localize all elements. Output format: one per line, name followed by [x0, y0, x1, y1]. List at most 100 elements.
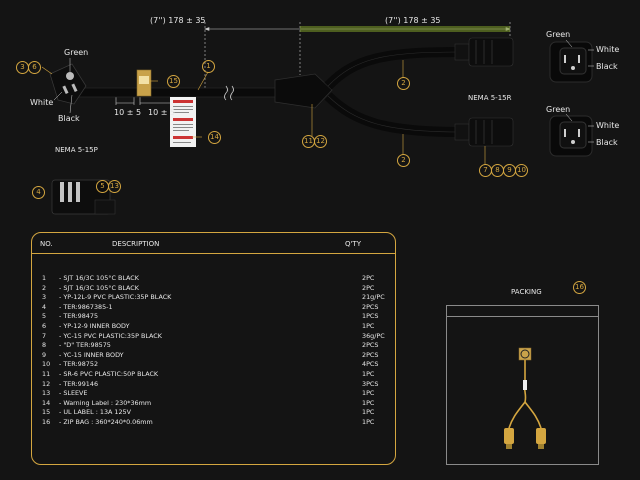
bom-header-no: NO.	[40, 240, 53, 248]
bom-row-no: 8	[42, 341, 47, 350]
dimension-left-span: (7'') 178 ± 35	[150, 16, 206, 25]
receptacle-type-label: NEMA 5-15R	[468, 94, 512, 102]
bom-row-qty: 36g/PC	[362, 331, 385, 340]
cable-drawing	[41, 22, 594, 215]
balloon-2-bottom: 2	[397, 154, 410, 167]
balloon-4: 4	[32, 186, 45, 199]
balloon-2-top: 2	[397, 77, 410, 90]
bom-row-qty: 2PCS	[362, 350, 379, 359]
bom-row-description: - UL LABEL : 13A 125V	[59, 408, 131, 417]
packing-zip-bag	[446, 305, 599, 465]
bom-row: 9 - YC-15 INNER BODY 2PCS	[32, 351, 395, 361]
bom-row-qty: 1PC	[362, 398, 375, 407]
bom-row-qty: 2PCS	[362, 341, 379, 350]
bom-row-description: - SR-6 PVC PLASTIC:50P BLACK	[59, 370, 159, 378]
bom-row-qty: 1PC	[362, 408, 375, 417]
bom-row-no: 11	[42, 370, 51, 378]
splitter-body	[274, 73, 333, 109]
bom-row-description: - YP-12-9 INNER BODY	[59, 322, 130, 330]
bom-row-no: 16	[42, 418, 51, 426]
bom-row: 16 - ZIP BAG : 360*240*0.06mm 1PC	[32, 418, 395, 428]
bom-row: 11 - SR-6 PVC PLASTIC:50P BLACK 1PC	[32, 370, 395, 380]
bom-header-divider	[32, 253, 395, 254]
bom-row-no: 15	[42, 408, 51, 417]
receptacle-face-top	[549, 39, 594, 83]
bom-row-description: - "D" TER:98575	[59, 341, 111, 350]
top-white-label: White	[596, 45, 620, 54]
bom-row-description: - YC-15 INNER BODY	[59, 350, 124, 359]
bom-row-qty: 3PCS	[362, 379, 379, 388]
bom-row-qty: 1PC	[362, 389, 375, 398]
bom-row-no: 7	[42, 331, 47, 340]
balloon-16: 16	[573, 281, 586, 294]
leader-lines	[41, 60, 486, 193]
balloon-15: 15	[167, 75, 180, 88]
balloon-6: 6	[28, 61, 41, 74]
branch-cable-bottom	[324, 92, 461, 137]
bom-row-qty: 21g/PC	[362, 293, 385, 302]
plug-front	[49, 63, 87, 105]
warning-label	[170, 97, 196, 147]
bom-row-no: 4	[42, 302, 47, 311]
bom-row-no: 2	[42, 283, 47, 292]
bom-row: 15 - UL LABEL : 13A 125V 1PC	[32, 408, 395, 418]
bill-of-materials: NO. DESCRIPTION Q'TY 1 - SJT 16/3C 105°C …	[31, 232, 396, 465]
bom-row-description: - SJT 16/3C 105°C BLACK	[59, 274, 139, 282]
bom-row: 14 - Warning Label : 230*36mm 1PC	[32, 399, 395, 409]
plug-white-label: White	[30, 98, 54, 107]
bom-row-no: 5	[42, 312, 47, 321]
bom-row-no: 1	[42, 274, 47, 282]
bom-row-qty: 1PC	[362, 370, 375, 378]
zip-bag-seal	[447, 316, 598, 317]
balloon-13: 13	[108, 180, 121, 193]
bom-row: 1 - SJT 16/3C 105°C BLACK 2PC	[32, 274, 395, 284]
bom-row-no: 3	[42, 293, 47, 302]
bom-header-description: DESCRIPTION	[112, 240, 160, 248]
dimension-right-span: (7'') 178 ± 35	[385, 16, 441, 25]
top-black-label: Black	[596, 62, 618, 71]
bom-row-description: - Warning Label : 230*36mm	[59, 398, 152, 407]
bom-row: 8 - "D" TER:98575 2PCS	[32, 341, 395, 351]
bom-row-description: - YP-12L-9 PVC PLASTIC:35P BLACK	[59, 293, 172, 302]
bom-row: 4 - TER:9867385-1 2PCS	[32, 303, 395, 313]
dimension-gap-b: 10 ± 5	[148, 108, 176, 117]
branch-cable-top	[324, 47, 461, 90]
bom-row-qty: 2PC	[362, 274, 375, 282]
receptacle-bottom	[454, 117, 514, 147]
plug-type-label: NEMA 5-15P	[55, 146, 98, 154]
bom-header-qty: Q'TY	[345, 240, 361, 248]
bom-row: 3 - YP-12L-9 PVC PLASTIC:35P BLACK 21g/PC	[32, 293, 395, 303]
bottom-black-label: Black	[596, 138, 618, 147]
bom-row-no: 12	[42, 379, 51, 388]
balloon-10: 10	[515, 164, 528, 177]
balloon-1: 1	[202, 60, 215, 73]
plug-black-label: Black	[58, 114, 80, 123]
top-green-label: Green	[546, 30, 571, 39]
packing-title: PACKING	[511, 288, 542, 296]
bom-row-qty: 1PCS	[362, 312, 379, 321]
bom-row-qty: 2PCS	[362, 302, 379, 311]
plug-green-label: Green	[64, 48, 89, 57]
bom-row-no: 13	[42, 389, 51, 398]
bom-row-no: 14	[42, 398, 51, 407]
bom-row-description: - ZIP BAG : 360*240*0.06mm	[59, 418, 153, 426]
bom-row-description: - YC-15 PVC PLASTIC:35P BLACK	[59, 331, 162, 340]
bom-row-no: 6	[42, 322, 47, 330]
dimension-gap-a: 10 ± 5	[114, 108, 142, 117]
bom-row: 13 - SLEEVE 1PC	[32, 389, 395, 399]
bom-row-description: - TER:9867385-1	[59, 302, 113, 311]
packed-cable-illustration	[504, 347, 546, 449]
bom-row-description: - SJT 16/3C 105°C BLACK	[59, 283, 139, 292]
bom-row-description: - SLEEVE	[59, 389, 88, 398]
ul-label	[136, 69, 152, 97]
receptacle-top	[454, 37, 514, 67]
balloon-14: 14	[208, 131, 221, 144]
bom-row-qty: 4PCS	[362, 360, 379, 369]
green-highlight	[300, 26, 510, 32]
bom-row-no: 9	[42, 350, 47, 359]
bom-row-qty: 1PC	[362, 418, 375, 426]
